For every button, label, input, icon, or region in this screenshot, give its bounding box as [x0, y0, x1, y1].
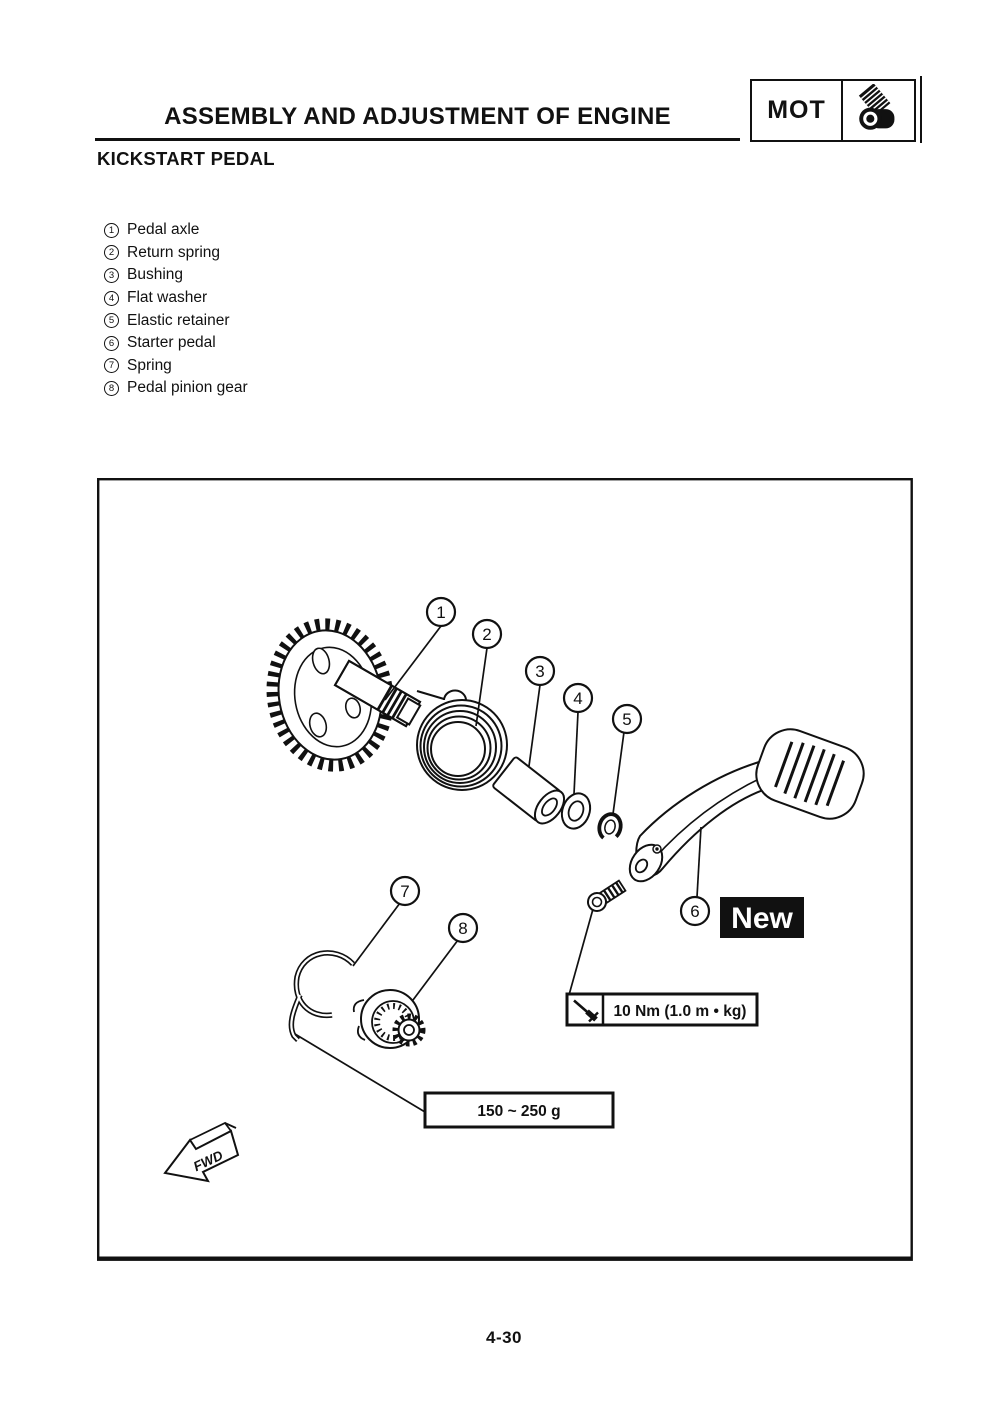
callout-8: 8: [447, 912, 479, 944]
callout-4: 4: [562, 682, 594, 714]
circled-number: 3: [104, 267, 119, 283]
part-pedal-pinion-gear: [352, 989, 426, 1049]
part-label: Spring: [127, 356, 172, 374]
callout-7: 7: [389, 875, 421, 907]
callouts: 1 2 3 4 5 6 7 8: [389, 596, 711, 944]
svg-text:150 ~ 250 g: 150 ~ 250 g: [477, 1103, 560, 1120]
callout-1: 1: [425, 596, 457, 628]
svg-text:3: 3: [535, 662, 544, 681]
exploded-view-diagram: 1 2 3 4 5 6 7 8 New 10 Nm (1.0 m • kg): [97, 478, 913, 1261]
parts-list: 1 Pedal axle 2 Return spring 3 Bushing 4 Fla…: [104, 219, 248, 400]
engine-icon: [843, 81, 914, 140]
diagram-frame: [97, 478, 913, 1261]
part-label: Bushing: [127, 266, 184, 284]
part-label: Starter pedal: [127, 334, 216, 352]
part-label: Return spring: [127, 243, 221, 261]
callout-6: 6: [679, 895, 711, 927]
part-starter-pedal: [628, 728, 865, 883]
circled-number: 7: [104, 358, 119, 374]
part-return-spring: [416, 689, 508, 791]
part-list-item: 4 Flat washer: [104, 287, 248, 310]
part-flat-washer: [560, 792, 592, 830]
part-bushing: [492, 756, 566, 825]
section-title: KICKSTART PEDAL: [97, 148, 275, 169]
fwd-arrow: FWD: [163, 1121, 240, 1183]
svg-text:8: 8: [458, 919, 467, 938]
mot-label: MOT: [752, 81, 843, 140]
part-label: Flat washer: [127, 289, 208, 307]
circled-number: 8: [104, 380, 119, 396]
part-list-item: 2 Return spring: [104, 242, 248, 265]
part-elastic-retainer: [597, 812, 623, 842]
circled-number: 2: [104, 245, 119, 261]
circled-number: 5: [104, 313, 119, 329]
svg-text:1: 1: [436, 603, 445, 622]
callout-3: 3: [524, 655, 556, 687]
title-underline: [95, 138, 740, 141]
part-list-item: 3 Bushing: [104, 264, 248, 287]
part-list-item: 8 Pedal pinion gear: [104, 377, 248, 400]
circled-number: 1: [104, 222, 119, 238]
part-list-item: 6 Starter pedal: [104, 332, 248, 355]
part-pedal-axle: [266, 618, 422, 772]
torque-wrench-icon: [573, 999, 599, 1023]
part-label: Pedal pinion gear: [127, 379, 248, 397]
svg-text:2: 2: [482, 625, 491, 644]
page-title: ASSEMBLY AND ADJUSTMENT OF ENGINE: [164, 103, 671, 130]
svg-text:6: 6: [690, 902, 699, 921]
part-label: Pedal axle: [127, 221, 200, 239]
mot-badge: MOT: [750, 79, 916, 142]
part-list-item: 7 Spring: [104, 355, 248, 378]
svg-text:4: 4: [573, 689, 582, 708]
part-list-item: 5 Elastic retainer: [104, 309, 248, 332]
weight-spec-box: 150 ~ 250 g: [423, 1091, 615, 1129]
svg-text:7: 7: [400, 882, 409, 901]
circled-number: 4: [104, 290, 119, 306]
svg-text:5: 5: [622, 710, 631, 729]
new-badge: New: [720, 897, 804, 938]
svg-text:New: New: [731, 902, 793, 935]
part-label: Elastic retainer: [127, 311, 230, 329]
torque-spec-box: 10 Nm (1.0 m • kg): [565, 992, 759, 1027]
callout-leaders: [294, 625, 702, 1113]
svg-text:10 Nm (1.0 m • kg): 10 Nm (1.0 m • kg): [614, 1003, 747, 1020]
page-number: 4-30: [485, 1328, 523, 1347]
circled-number: 6: [104, 335, 119, 351]
callout-5: 5: [611, 703, 643, 735]
badge-edge-line: [920, 76, 922, 143]
callout-2: 2: [471, 618, 503, 650]
part-spring-clip: [288, 950, 355, 1042]
part-list-item: 1 Pedal axle: [104, 219, 248, 242]
part-bolt: [587, 879, 627, 912]
